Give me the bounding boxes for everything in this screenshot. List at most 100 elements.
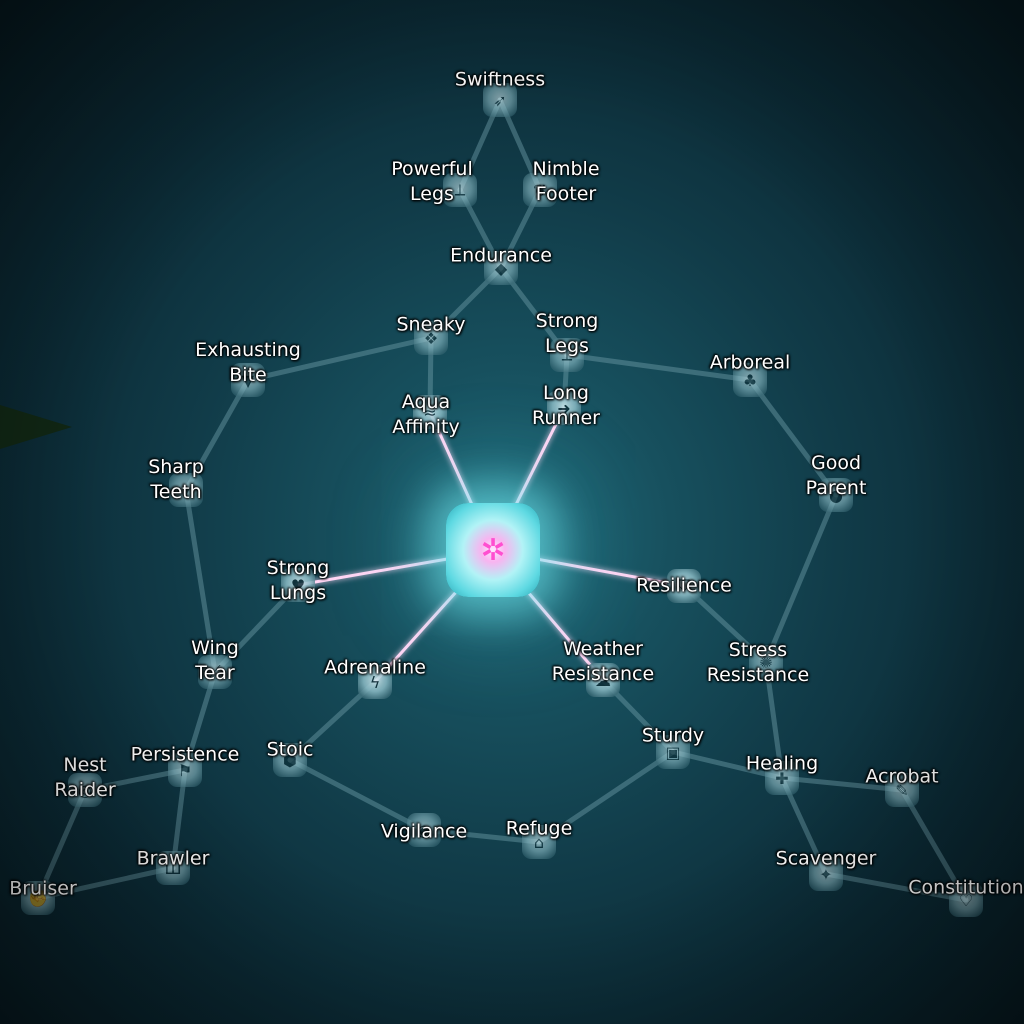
skill-label-vigilance[interactable]: Vigilance <box>380 820 468 843</box>
edge-vigilance-refuge <box>421 827 542 845</box>
cross-icon: ✚ <box>775 768 789 788</box>
edge-good_parent-stress_resistance <box>763 492 839 665</box>
edge-stress_resistance-healing <box>763 659 785 781</box>
skill-node-healing[interactable]: ✚ <box>765 761 799 795</box>
paw-icon: ❖ <box>423 328 439 348</box>
skill-node-bruiser[interactable]: ✊ <box>21 881 55 915</box>
skill-node-refuge[interactable]: ⌂ <box>522 825 556 859</box>
skill-node-strong-lungs[interactable]: ♥ <box>281 568 315 602</box>
skill-label-long-runner[interactable]: Long Runner <box>532 382 600 429</box>
cave-icon: ⌂ <box>533 832 545 852</box>
skill-label-nest-raider[interactable]: Nest Raider <box>54 754 116 801</box>
skill-node-powerful-legs[interactable]: ⟂ <box>443 173 477 207</box>
runner-icon: ➜ <box>557 398 571 418</box>
skill-node-sneaky[interactable]: ❖ <box>414 321 448 355</box>
edge-healing-acrobat <box>779 775 905 793</box>
skill-label-aqua-affinity[interactable]: Aqua Affinity <box>392 391 460 438</box>
bone-icon: ✦ <box>819 864 833 884</box>
footprint-icon: ❦ <box>533 180 547 200</box>
leg-icon: ⟂ <box>561 345 573 364</box>
skill-label-resilience[interactable]: Resilience <box>636 574 732 597</box>
lungs-icon: ♥ <box>290 575 306 595</box>
cloud-icon: ☁ <box>595 670 611 690</box>
skill-node-stoic[interactable]: ⬢ <box>273 743 307 777</box>
skill-node-acrobat[interactable]: ✎ <box>885 773 919 807</box>
edge-brawler-bruiser <box>35 865 176 901</box>
skill-node-swiftness[interactable]: ➶ <box>483 83 517 117</box>
skill-node-sturdy[interactable]: ▣ <box>656 735 690 769</box>
skill-node-persistence[interactable]: ⚑ <box>168 753 202 787</box>
skill-label-nimble-footer[interactable]: Nimble Footer <box>532 158 600 205</box>
skill-node-strong-legs[interactable]: ⟂ <box>550 338 584 372</box>
skill-label-strong-lungs[interactable]: Strong Lungs <box>266 557 330 604</box>
skill-label-sturdy[interactable]: Sturdy <box>641 724 705 747</box>
skill-node-wing-tear[interactable]: ⟋ <box>198 655 232 689</box>
skill-label-scavenger[interactable]: Scavenger <box>775 847 877 870</box>
skill-node-weather-resistance[interactable]: ☁ <box>586 663 620 697</box>
skill-node-brawler[interactable]: Ш <box>156 851 190 885</box>
skill-label-adrenaline[interactable]: Adrenaline <box>324 656 426 679</box>
teeth-icon: ▾ <box>181 480 191 500</box>
skill-label-swiftness[interactable]: Swiftness <box>454 68 546 91</box>
skill-label-good-parent[interactable]: Good Parent <box>805 452 867 499</box>
leg-icon: ⟂ <box>454 180 466 199</box>
shield-icon: ⛉ <box>677 576 690 595</box>
skill-label-wing-tear[interactable]: Wing Tear <box>191 637 239 684</box>
nest-icon: ◎ <box>78 780 92 800</box>
stone-icon: ⬢ <box>283 750 297 770</box>
edge-arboreal-good_parent <box>747 377 839 498</box>
skill-label-endurance[interactable]: Endurance <box>450 244 552 267</box>
edge-acrobat-constitution <box>899 787 969 903</box>
edge-sneaky-exhausting_bite <box>245 335 434 383</box>
skill-label-healing[interactable]: Healing <box>745 752 819 775</box>
skill-label-brawler[interactable]: Brawler <box>136 847 210 870</box>
edge-scavenger-constitution <box>823 871 969 903</box>
skill-node-constitution[interactable]: ♡ <box>949 883 983 917</box>
flag-icon: ⚑ <box>177 760 193 780</box>
skill-node-nest-raider[interactable]: ◎ <box>68 773 102 807</box>
center-core-node[interactable]: ✲ <box>446 503 540 597</box>
wave-icon: ≈ <box>423 402 437 422</box>
tree-icon: ♣ <box>742 370 758 390</box>
skill-label-stress-resistance[interactable]: Stress Resistance <box>706 639 810 686</box>
skill-label-arboreal[interactable]: Arboreal <box>709 351 791 374</box>
skill-node-scavenger[interactable]: ✦ <box>809 857 843 891</box>
skill-label-sneaky[interactable]: Sneaky <box>396 313 466 336</box>
skill-node-endurance[interactable]: ◆ <box>484 251 518 285</box>
skill-label-powerful-legs[interactable]: Powerful Legs <box>391 158 473 205</box>
skill-node-exhausting-bite[interactable]: ▼ <box>231 363 265 397</box>
skill-node-nimble-footer[interactable]: ❦ <box>523 173 557 207</box>
skill-node-stress-resistance[interactable]: ✺ <box>749 645 783 679</box>
skill-node-long-runner[interactable]: ➜ <box>547 391 581 425</box>
skill-node-aqua-affinity[interactable]: ≈ <box>413 395 447 429</box>
skill-node-resilience[interactable]: ⛉ <box>667 569 701 603</box>
skill-label-acrobat[interactable]: Acrobat <box>865 765 939 788</box>
skill-node-good-parent[interactable]: ● <box>819 478 853 512</box>
skill-label-weather-resistance[interactable]: Weather Resistance <box>551 638 655 685</box>
skill-label-constitution[interactable]: Constitution <box>908 876 1024 899</box>
pink-paw-icon: ✲ <box>480 532 506 568</box>
egg-icon: ● <box>829 485 843 505</box>
skill-label-persistence[interactable]: Persistence <box>130 743 240 766</box>
feather-icon: ✎ <box>895 780 909 800</box>
skill-label-refuge[interactable]: Refuge <box>505 817 573 840</box>
skill-label-exhausting-bite[interactable]: Exhausting Bite <box>195 339 301 386</box>
edge-exhausting_bite-sharp_teeth <box>183 377 251 493</box>
edge-refuge-sturdy <box>536 749 676 845</box>
armor-icon: ▣ <box>665 742 681 762</box>
skill-label-strong-legs[interactable]: Strong Legs <box>535 310 599 357</box>
skill-label-sharp-teeth[interactable]: Sharp Teeth <box>148 456 204 503</box>
skill-node-sharp-teeth[interactable]: ▾ <box>169 473 203 507</box>
brain-icon: ✺ <box>759 652 773 672</box>
skill-node-adrenaline[interactable]: ϟ <box>358 665 392 699</box>
skill-node-vigilance[interactable]: ◉ <box>407 813 441 847</box>
edge-stoic-vigilance <box>287 757 427 833</box>
skill-node-arboreal[interactable]: ♣ <box>733 363 767 397</box>
edge-strong_legs-arboreal <box>564 352 753 383</box>
left-nav-arrow-icon[interactable] <box>0 405 72 449</box>
bolt-icon: ϟ <box>369 672 381 692</box>
skill-label-bruiser[interactable]: Bruiser <box>9 877 77 900</box>
skill-label-stoic[interactable]: Stoic <box>266 738 314 761</box>
edge-nest_raider-bruiser <box>35 787 88 901</box>
jaw-icon: Ш <box>164 858 182 878</box>
